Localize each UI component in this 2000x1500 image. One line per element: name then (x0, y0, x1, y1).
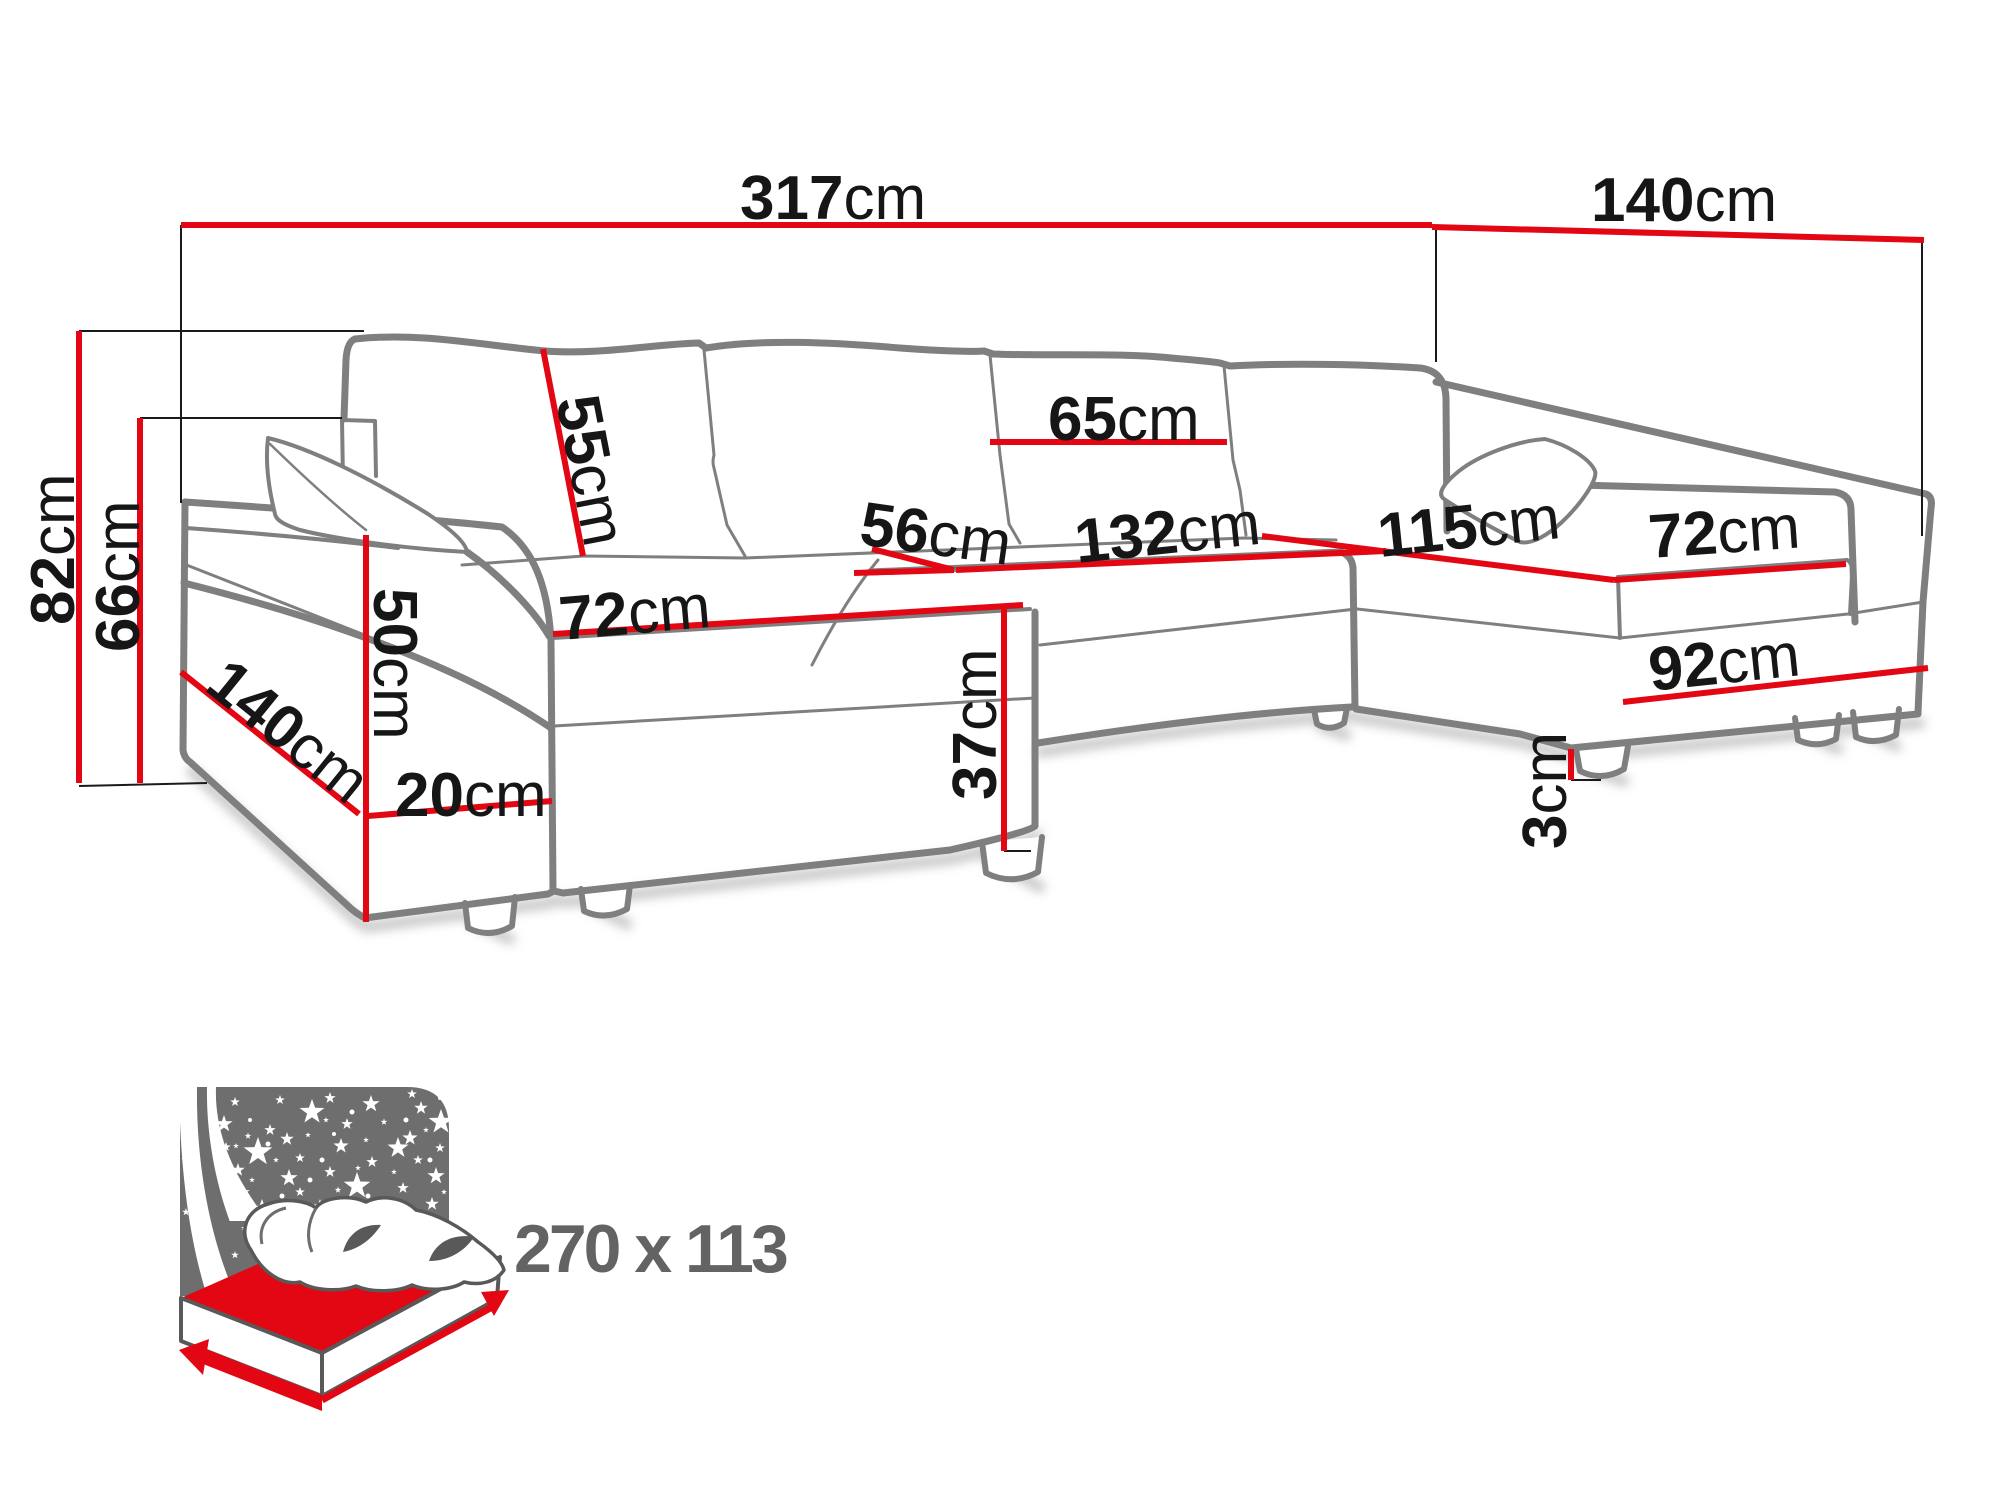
svg-text:92cm: 92cm (1645, 620, 1803, 704)
svg-text:72cm: 72cm (556, 572, 713, 654)
svg-text:270 x 113: 270 x 113 (514, 1211, 787, 1287)
svg-text:72cm: 72cm (1646, 493, 1802, 572)
svg-text:20cm: 20cm (395, 761, 547, 830)
svg-text:317cm: 317cm (740, 164, 926, 233)
svg-text:66cm: 66cm (84, 500, 153, 652)
svg-text:82cm: 82cm (19, 473, 88, 625)
svg-text:115cm: 115cm (1374, 483, 1563, 571)
svg-text:65cm: 65cm (1048, 385, 1200, 454)
svg-text:140cm: 140cm (1591, 166, 1777, 235)
svg-text:55cm: 55cm (542, 390, 639, 552)
svg-text:132cm: 132cm (1071, 489, 1263, 577)
svg-text:37cm: 37cm (941, 648, 1010, 800)
svg-text:56cm: 56cm (856, 490, 1016, 579)
svg-text:3cm: 3cm (1511, 732, 1580, 849)
svg-text:50cm: 50cm (360, 588, 429, 740)
